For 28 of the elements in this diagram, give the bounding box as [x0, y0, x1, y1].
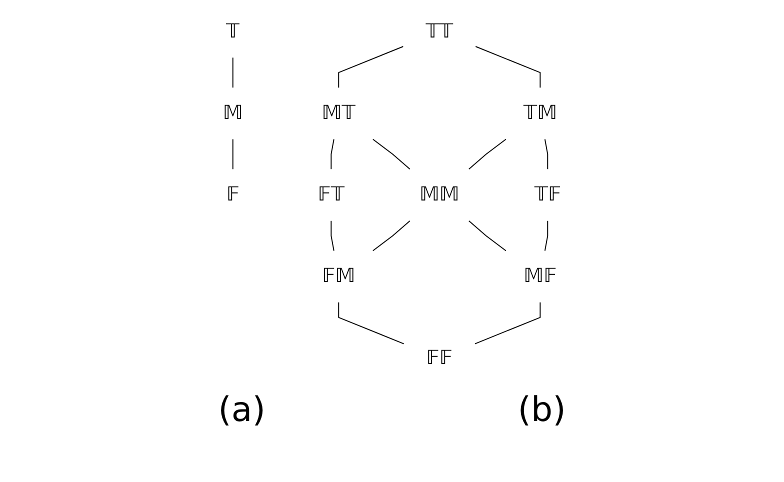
- connector: [330, 220, 334, 252]
- connector: [475, 46, 541, 88]
- connector: [468, 220, 506, 252]
- connector: [232, 138, 234, 170]
- connector: [372, 138, 410, 170]
- node-text: 𝕄𝕄: [419, 183, 460, 206]
- node-text: 𝔽𝕄: [322, 264, 356, 288]
- connector: [544, 220, 548, 252]
- connector: [372, 220, 410, 252]
- connector: [474, 302, 541, 344]
- node-text: 𝕋: [226, 20, 240, 43]
- node-text: 𝔽: [226, 183, 240, 206]
- panel-label: (b): [518, 390, 566, 430]
- connector: [232, 57, 234, 88]
- connector: [468, 138, 506, 170]
- node-text: 𝕋𝕄: [523, 102, 558, 124]
- panel-label: (a): [218, 390, 266, 430]
- connector: [330, 138, 334, 170]
- connector: [338, 46, 404, 88]
- node-text: 𝕋𝕋: [426, 20, 454, 43]
- node-text: 𝔽𝕋: [318, 183, 345, 206]
- node-text: 𝕄: [222, 102, 243, 124]
- connector: [544, 138, 548, 170]
- node-text: 𝕄𝕋: [322, 102, 356, 124]
- node-text: 𝕄𝔽: [524, 264, 557, 288]
- node-text: 𝕋𝔽: [534, 183, 562, 206]
- connector: [338, 302, 404, 344]
- node-text: 𝔽𝔽: [426, 346, 453, 370]
